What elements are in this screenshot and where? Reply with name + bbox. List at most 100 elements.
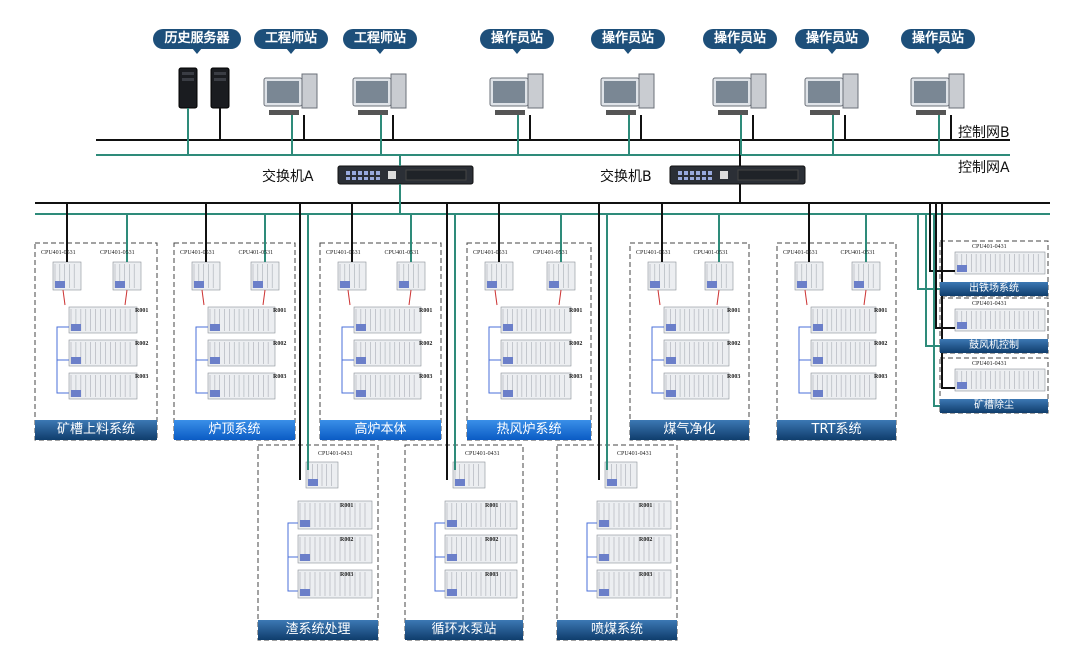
rack-label: R002	[485, 537, 499, 543]
rack-label: R001	[273, 308, 287, 314]
io-rack-module	[503, 357, 513, 364]
subsystem-box	[939, 240, 1049, 297]
io-rack-module	[300, 589, 310, 596]
io-rack-module	[356, 324, 366, 331]
station-label: 操作员站	[901, 29, 975, 54]
cpu-rack-left-module	[650, 281, 660, 288]
cpu-label: CPU401-0431	[972, 301, 1007, 307]
redundancy-link	[201, 289, 205, 306]
io-rack-module	[300, 554, 310, 561]
subsystem-box	[939, 297, 1049, 354]
fiber-loop	[651, 326, 664, 361]
server-bay	[182, 72, 194, 75]
cpu-rack-left-module	[487, 281, 497, 288]
rack-label: R002	[419, 341, 433, 347]
io-rack-module	[71, 390, 81, 397]
station-label: 工程师站	[343, 29, 417, 54]
rack-label: R001	[569, 308, 583, 314]
fiber-loop	[798, 359, 811, 394]
fiber-loop	[798, 326, 811, 361]
cpu-right-label: CPU401-0531	[840, 250, 876, 256]
rack-label: R003	[340, 572, 354, 578]
io-rack-module	[210, 390, 220, 397]
redundancy-link	[863, 289, 867, 306]
switch-a-port	[364, 171, 368, 175]
redundancy-link	[262, 289, 266, 306]
rack-label: R001	[419, 308, 433, 314]
rack-label: R003	[569, 374, 583, 380]
io-rack-module	[300, 520, 310, 527]
io-rack-module	[447, 589, 457, 596]
monitor-screen	[716, 81, 748, 103]
io-rack-module	[599, 554, 609, 561]
io-rack-module	[957, 322, 967, 329]
switch-a-module	[388, 171, 396, 179]
station-label: 操作员站	[480, 29, 554, 54]
cpu-rack-right-module	[707, 281, 717, 288]
switch-b-port	[690, 177, 694, 180]
fiber-loop	[56, 359, 69, 394]
rack-label: R003	[874, 374, 888, 380]
switch-b-port	[690, 171, 694, 175]
rack-label: R002	[569, 341, 583, 347]
pc-tower-icon	[842, 73, 859, 109]
cpu-rack-left-module	[194, 281, 204, 288]
cpu-rack-right-module	[115, 281, 125, 288]
cpu-left-label: CPU401-0531	[636, 250, 671, 256]
cpu-rack-right-module	[549, 281, 559, 288]
redundancy-link	[657, 289, 661, 306]
keyboard-icon	[606, 110, 636, 115]
switch-b-port	[678, 177, 682, 180]
cpu-left-label: CPU401-0531	[41, 250, 76, 256]
fiber-loop	[488, 359, 501, 394]
switch-a-port	[346, 171, 350, 175]
switch-a-port	[358, 171, 362, 175]
cpu-right-label: CPU401-0531	[100, 250, 135, 256]
rack-label: R001	[135, 308, 149, 314]
fiber-loop	[195, 359, 208, 394]
subsystem-box	[34, 242, 158, 441]
cpu-left-label: CPU401-0531	[473, 250, 508, 256]
cpu-left-label: CPU401-0531	[783, 250, 818, 256]
station-label: 历史服务器	[153, 29, 241, 54]
control-net-a-label: 控制网A	[958, 160, 1010, 176]
switch-a-port	[358, 177, 362, 180]
subsystem-label: 矿槽除尘	[940, 399, 1048, 413]
switch-a-port	[376, 177, 380, 180]
cpu-rack-right-module	[854, 281, 864, 288]
switch-b-port	[684, 177, 688, 180]
fiber-loop	[586, 522, 597, 558]
rack-label: R003	[485, 572, 499, 578]
rack-label: R003	[639, 572, 653, 578]
rack-label: R001	[639, 503, 653, 509]
fiber-loop	[341, 359, 354, 394]
fiber-loop	[287, 556, 298, 592]
switch-a-port	[346, 177, 350, 180]
switch-b-port	[696, 177, 700, 180]
subsystem-label: 鼓风机控制	[940, 339, 1048, 353]
server-bay	[214, 78, 226, 81]
io-rack-module	[71, 324, 81, 331]
rack-label: R001	[727, 308, 741, 314]
switch-a-port	[376, 171, 380, 175]
switch-a-port	[352, 177, 356, 180]
drop-net-b	[935, 203, 955, 329]
redundancy-link	[494, 289, 498, 306]
subsystem-box	[404, 444, 524, 641]
pc-tower-icon	[527, 73, 544, 109]
subsystem-label: 炉顶系统	[174, 420, 295, 440]
io-rack-module	[666, 357, 676, 364]
keyboard-icon	[358, 110, 388, 115]
rack-label: R003	[273, 374, 287, 380]
subsystem-label: 循环水泵站	[405, 620, 523, 640]
pc-tower-icon	[638, 73, 655, 109]
switch-b-port	[702, 171, 706, 175]
rack-label: R002	[273, 341, 287, 347]
cpu-label: CPU401-0431	[617, 451, 652, 457]
cpu-rack-right-module	[253, 281, 263, 288]
subsystem-label: 热风炉系统	[467, 420, 591, 440]
fiber-loop	[651, 359, 664, 394]
switch-b-panel	[737, 169, 799, 181]
subsystem-label: 煤气净化	[630, 420, 749, 440]
